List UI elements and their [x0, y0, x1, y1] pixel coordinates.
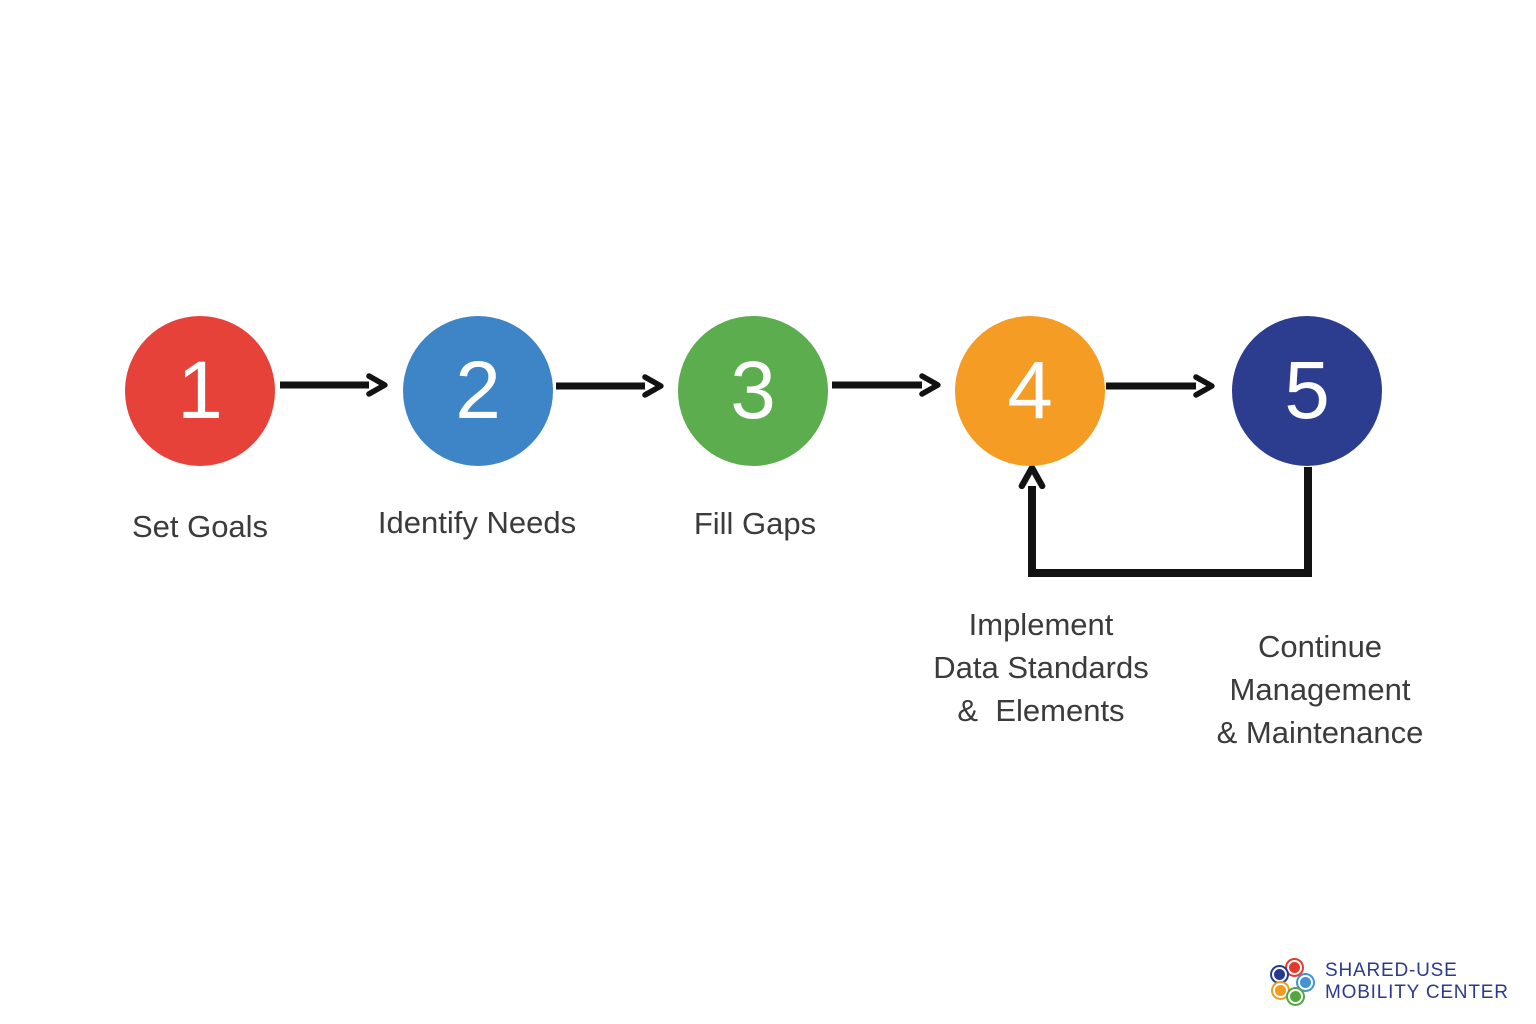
- step-2-label: Identify Needs: [377, 505, 577, 540]
- step-1-circle: 1: [125, 316, 275, 466]
- step-1-label: Set Goals: [131, 509, 269, 544]
- step-5-label: Continue Management & Maintenance: [1216, 629, 1424, 750]
- logo-navy-circle-icon: [1272, 967, 1287, 982]
- logo-line-1: SHARED-USE: [1325, 960, 1458, 981]
- logo-orange-circle-icon: [1273, 983, 1288, 998]
- feedback-arrow-step5-to-step4: [1018, 464, 1312, 577]
- logo-wordmark: SHARED-USE MOBILITY CENTER: [1325, 960, 1509, 1004]
- step-3-label: Fill Gaps: [693, 506, 817, 541]
- step-4-number: 4: [1007, 345, 1053, 436]
- step-4-circle: 4: [955, 316, 1105, 466]
- step-5-number: 5: [1284, 345, 1330, 436]
- logo-line-2: MOBILITY CENTER: [1325, 982, 1509, 1003]
- logo-red-circle-icon: [1287, 960, 1302, 975]
- step-2-circle: 2: [403, 316, 553, 466]
- logo-flower-icon: [1266, 954, 1316, 1010]
- logo-blue-circle-icon: [1298, 975, 1313, 990]
- step-4-label: Implement Data Standards & Elements: [933, 607, 1149, 728]
- step-3-circle: 3: [678, 316, 828, 466]
- logo-green-circle-icon: [1288, 989, 1303, 1004]
- step-5-circle: 5: [1232, 316, 1382, 466]
- step-2-number: 2: [455, 345, 501, 436]
- step-3-number: 3: [730, 345, 776, 436]
- step-1-number: 1: [177, 345, 223, 436]
- shared-use-mobility-center-logo: SHARED-USE MOBILITY CENTER: [1266, 954, 1509, 1010]
